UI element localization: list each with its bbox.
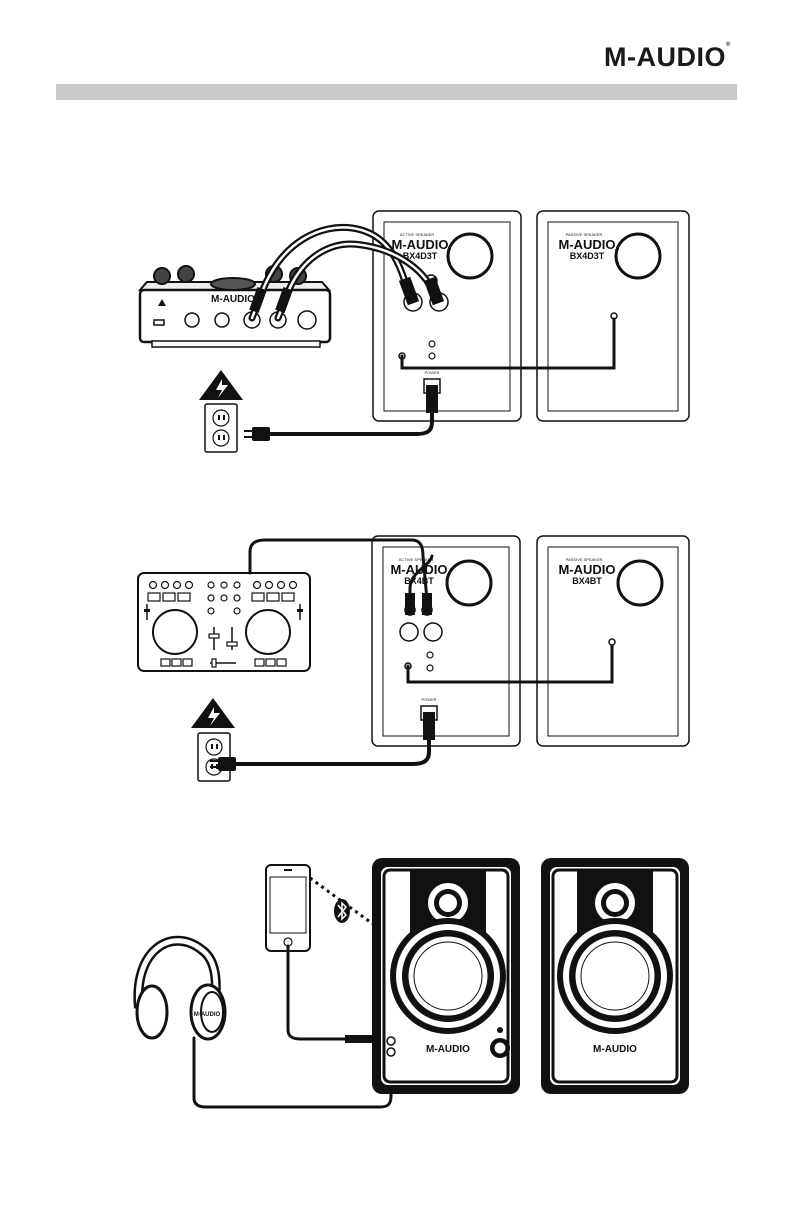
diagram-2-dj-controller: ACTIVE SPEAKER M-AUDIO BX4BT POWER PASSI… bbox=[138, 536, 689, 781]
rear-port bbox=[447, 561, 491, 605]
diagram-1-audio-interface: M-AUDIO ACTIVE SPEAKER M-AUDIO BX4D3T bbox=[140, 211, 689, 452]
passive-speaker-model: BX4BT bbox=[572, 576, 602, 586]
balanced-input-right bbox=[424, 623, 442, 641]
passive-speaker-back-1: PASSIVE SPEAKER M-AUDIO BX4D3T bbox=[537, 211, 689, 421]
headphone-jack bbox=[387, 1048, 395, 1056]
from-active-jack bbox=[609, 639, 615, 645]
rear-port bbox=[618, 561, 662, 605]
passive-speaker-front: M-AUDIO bbox=[541, 858, 689, 1094]
electrical-warning-2 bbox=[191, 698, 235, 728]
wall-outlet-1 bbox=[205, 404, 237, 452]
interface-logo: M-AUDIO bbox=[211, 294, 255, 305]
passive-speaker-model: BX4D3T bbox=[570, 251, 605, 261]
active-speaker-model: BX4BT bbox=[404, 576, 434, 586]
dj-controller bbox=[138, 573, 310, 671]
rear-port bbox=[616, 234, 660, 278]
power-plug-1 bbox=[244, 427, 270, 441]
midi-in-port bbox=[215, 313, 229, 327]
active-speaker-logo: M-AUDIO bbox=[391, 237, 448, 252]
active-speaker-front: M-AUDIO bbox=[372, 858, 520, 1094]
passive-speaker-logo: M-AUDIO bbox=[558, 237, 615, 252]
diagram-3-bluetooth-headphones: M-AUDIO bbox=[137, 858, 689, 1107]
usb-port bbox=[154, 320, 164, 325]
power-label: POWER bbox=[424, 370, 439, 375]
active-front-logo: M-AUDIO bbox=[426, 1044, 470, 1055]
midi-out-port bbox=[185, 313, 199, 327]
jog-wheel-right bbox=[246, 610, 290, 654]
rear-port bbox=[448, 234, 492, 278]
active-speaker-back-2: ACTIVE SPEAKER M-AUDIO BX4BT POWER bbox=[372, 536, 520, 746]
headphones: M-AUDIO bbox=[137, 941, 225, 1039]
audio-interface: M-AUDIO bbox=[140, 266, 330, 347]
active-speaker-back-1: ACTIVE SPEAKER M-AUDIO BX4D3T POWER bbox=[373, 211, 521, 421]
aux-input-jack bbox=[387, 1037, 395, 1045]
passive-speaker-back-2: PASSIVE SPEAKER M-AUDIO BX4BT bbox=[537, 536, 689, 746]
bluetooth-icon bbox=[334, 899, 350, 923]
smartphone bbox=[266, 865, 310, 951]
combo-input-jack bbox=[298, 311, 316, 329]
volume-knob bbox=[211, 278, 255, 290]
jog-wheel-left bbox=[153, 610, 197, 654]
gain-knob bbox=[178, 266, 194, 282]
headphones-logo: M-AUDIO bbox=[194, 1012, 221, 1018]
passive-front-logo: M-AUDIO bbox=[593, 1044, 637, 1055]
electrical-warning-1 bbox=[199, 370, 243, 400]
passive-speaker-logo: M-AUDIO bbox=[558, 562, 615, 577]
gain-knob bbox=[154, 268, 170, 284]
power-label: POWER bbox=[421, 697, 436, 702]
balanced-input-left bbox=[400, 623, 418, 641]
